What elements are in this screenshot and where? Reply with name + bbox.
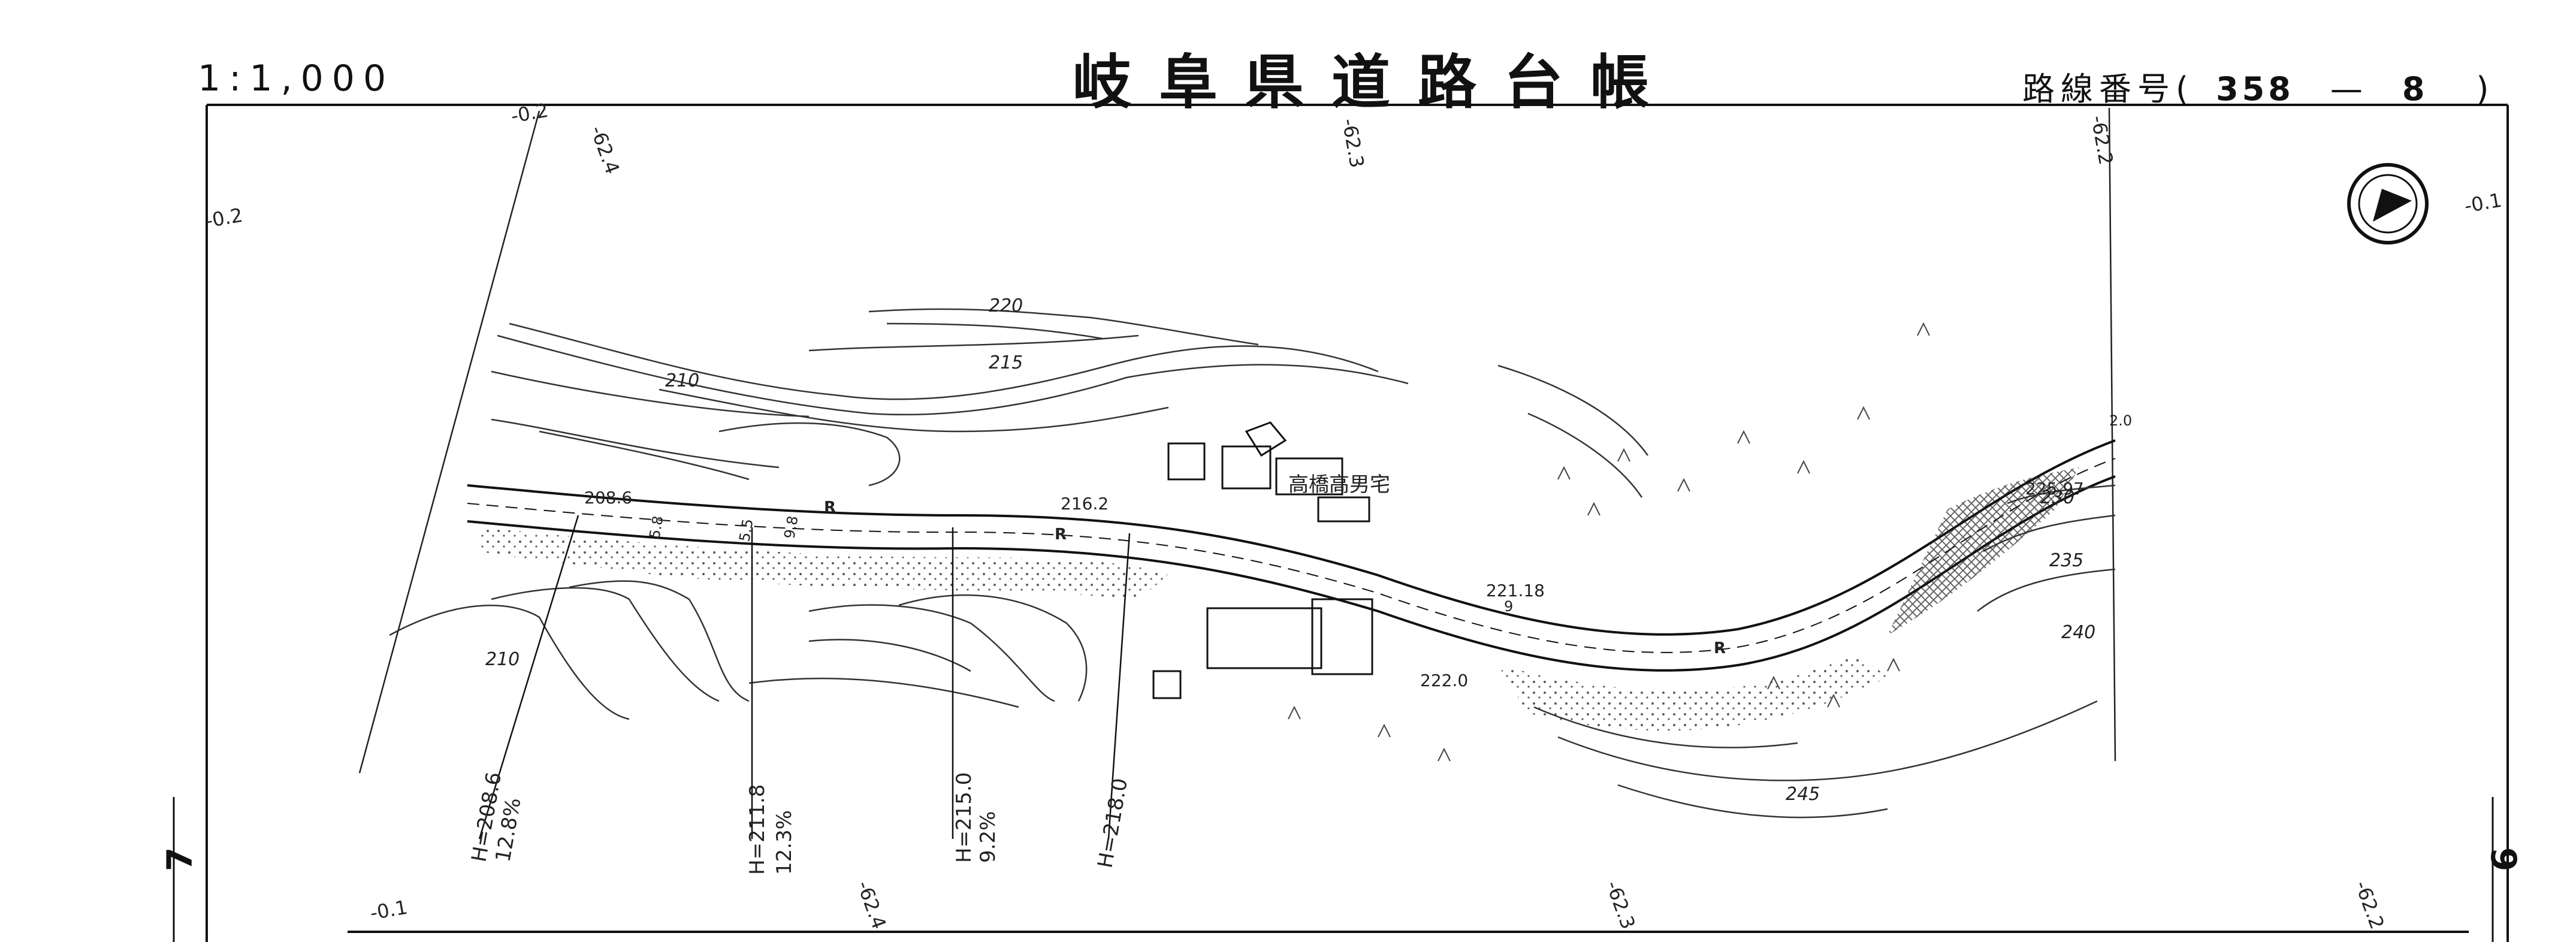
grid-label: -0.1 (369, 896, 409, 925)
map-frame (206, 104, 2509, 942)
route-section: 8 (2402, 70, 2429, 108)
house-label: 高橋高男宅 (1288, 473, 1390, 497)
contour-labels: 220 215 210 230 235 240 245 210 (485, 295, 2095, 805)
contour-label: 245 (1786, 784, 1820, 805)
road-mark: R (1055, 526, 1067, 544)
elevation: 225.97 (2025, 479, 2084, 499)
contour-label: 220 (989, 295, 1023, 316)
contour-label: 210 (485, 649, 520, 670)
reference-lines (358, 107, 2116, 774)
elevation: 222.0 (1420, 671, 1468, 690)
building (1221, 445, 1272, 490)
building (1167, 442, 1206, 481)
road-marks: R R R (824, 499, 1726, 657)
building (1245, 421, 1287, 457)
width-label: 9 (1504, 598, 1513, 615)
route-number-label: 路線番号(358—8) (2022, 70, 2493, 108)
profile-grade: 12.3% (772, 810, 796, 875)
contour-label: 215 (989, 352, 1023, 373)
north-arrow (2347, 163, 2429, 244)
profile-grade: 9.2% (976, 811, 1000, 863)
elevation-labels: 208.6 216.2 221.18 225.97 222.0 (584, 479, 2084, 690)
grid-label: -0.2 (204, 204, 244, 233)
grid-label: -62.3 (1337, 117, 1369, 170)
building (1311, 598, 1373, 675)
cross-sections (478, 515, 1131, 840)
contours-upper (491, 308, 1649, 498)
grid-label: -0.2 (509, 99, 550, 128)
grid-label: -0.1 (2463, 189, 2503, 218)
verge-area (1498, 653, 1888, 731)
map-scale: 1:1,000 (198, 58, 395, 99)
building (1206, 607, 1322, 669)
contour-label: 235 (2049, 550, 2083, 571)
contours-lower (389, 484, 2116, 819)
profile-labels: H=208.6 12.8% H=211.8 12.3% H=215.0 9.2%… (467, 771, 1133, 875)
road-mark: R (1714, 639, 1726, 657)
route-number: 358 (2216, 70, 2294, 108)
verge-area (479, 527, 1168, 599)
slope-symbols (1288, 322, 1930, 762)
width-label: 5.8 (646, 515, 666, 540)
grid-label: -62.2 (2086, 114, 2118, 167)
elevation: 221.18 (1486, 581, 1545, 600)
contour-label: 230 (2040, 487, 2074, 508)
grid-label: -62.4 (852, 878, 890, 932)
buildings (1152, 421, 1373, 699)
grid-label: -62.2 (2350, 878, 2388, 932)
profile-height: H=218.0 (1093, 777, 1133, 870)
width-label: 5.5 (736, 518, 756, 543)
building (1152, 670, 1182, 699)
profile-height: H=211.8 (745, 784, 769, 875)
building (1317, 496, 1370, 523)
contour-label: 210 (665, 370, 699, 391)
road-mark: R (824, 499, 836, 517)
grid-label: -62.3 (1601, 878, 1639, 932)
elevation: 216.2 (1061, 494, 1109, 514)
width-label: 9.8 (781, 515, 801, 540)
building (1275, 457, 1343, 496)
route-label: 路線番号 (2022, 70, 2176, 108)
grid-labels: -0.2 -62.4 -62.3 -62.2 -0.2 -0.1 -0.1 -6… (204, 99, 2503, 932)
width-label: 2.0 (2109, 412, 2132, 429)
elevation: 208.6 (584, 488, 632, 508)
width-labels: 2.0 5.8 5.5 9.8 9 (646, 412, 2132, 615)
profile-height: H=215.0 (952, 772, 976, 863)
contour-label: 240 (2061, 622, 2095, 643)
grid-label: -62.4 (585, 123, 624, 177)
